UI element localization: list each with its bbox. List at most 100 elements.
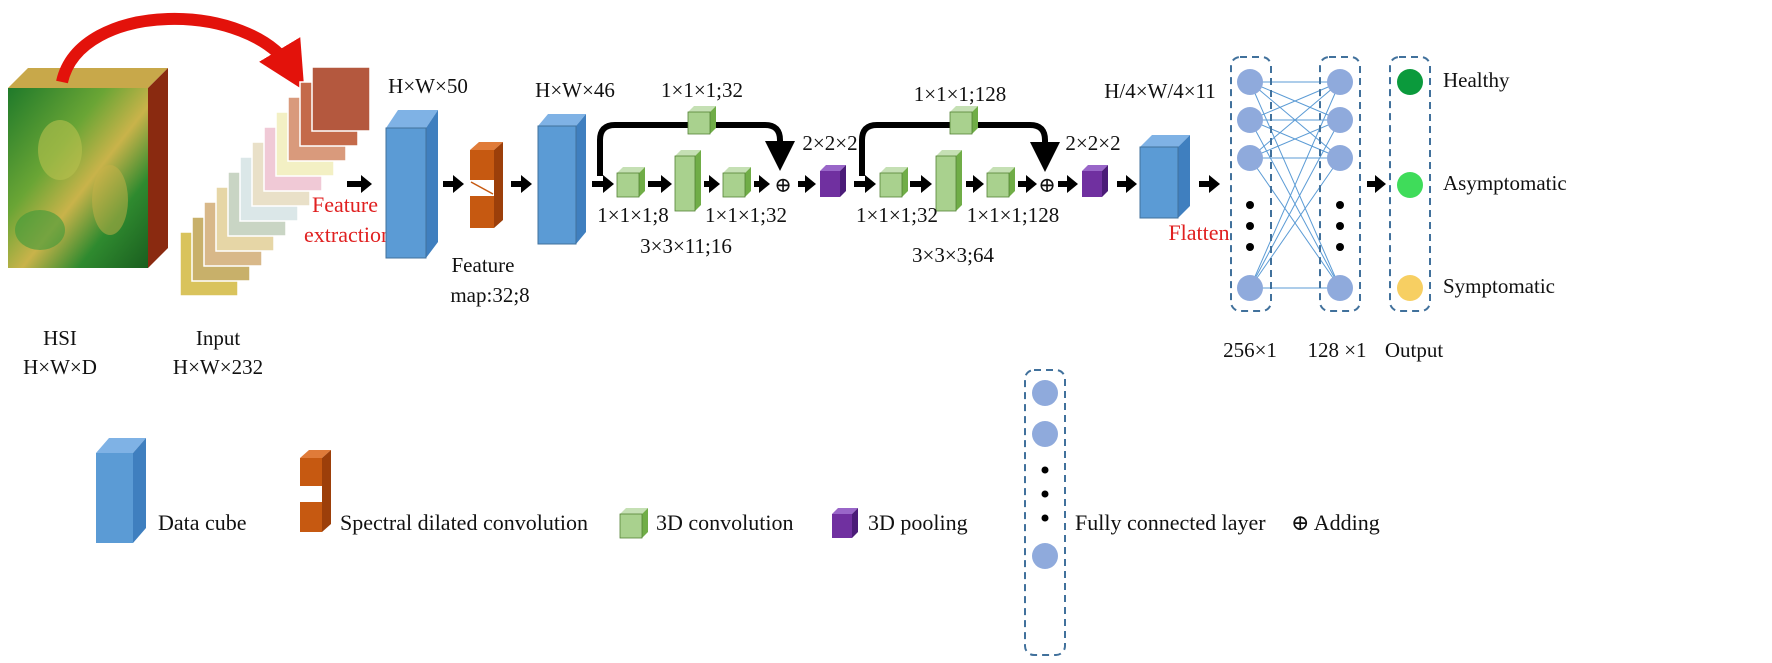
output-label: Output — [1385, 338, 1444, 362]
fc1-neuron-4 — [1237, 275, 1263, 301]
class-asymptomatic-label: Asymptomatic — [1443, 171, 1567, 195]
fc2-ellipsis-dot-1 — [1336, 201, 1344, 209]
hsi-curved-arrow — [56, 12, 305, 91]
data-cube-1 — [385, 110, 438, 259]
block1-add-symbol: ⊕ — [774, 173, 792, 197]
feature-map-line1: Feature — [452, 253, 515, 277]
block2-add-symbol: ⊕ — [1038, 173, 1056, 197]
legend-conv3d-label: 3D convolution — [656, 510, 794, 535]
legend-data-cube-label: Data cube — [158, 510, 247, 535]
feature-map-line2: map:32;8 — [450, 283, 529, 307]
flow-arrowhead-12 — [1026, 175, 1037, 193]
input-title: Input — [196, 326, 240, 350]
class-healthy-label: Healthy — [1443, 68, 1510, 92]
pool2-label: 2×2×2 — [1065, 131, 1120, 155]
hsi-title: HSI — [43, 326, 77, 350]
input-band-stack — [179, 66, 371, 297]
flow-arrowhead-1 — [361, 175, 372, 193]
hsi-cube — [8, 68, 168, 268]
fc2-neuron-2 — [1327, 107, 1353, 133]
cube3-label: H/4×W/4×11 — [1104, 79, 1216, 103]
fc1-neuron-2 — [1237, 107, 1263, 133]
fc2-neuron-3 — [1327, 145, 1353, 171]
feature-extraction-line1: Feature — [312, 192, 378, 217]
pool-1 — [820, 165, 846, 197]
feature-extraction-line2: extraction — [304, 222, 392, 247]
flow-arrowhead-11 — [973, 175, 984, 193]
flow-arrowhead-9 — [865, 175, 876, 193]
spectral-dilated-conv — [470, 142, 503, 228]
pool-2 — [1082, 165, 1108, 197]
block2-conv-3 — [986, 167, 1015, 198]
legend-spectral-icon — [300, 450, 331, 532]
flow-arrowhead-2 — [453, 175, 464, 193]
fc1-ellipsis-dot-2 — [1246, 222, 1254, 230]
healthy-node — [1397, 69, 1423, 95]
cube1-label: H×W×50 — [388, 74, 468, 98]
data-cube-2 — [537, 114, 586, 245]
legend-data-cube-icon — [96, 438, 146, 543]
flow-arrowhead-16 — [1375, 175, 1386, 193]
block1-c1-label: 1×1×1;8 — [597, 203, 669, 227]
flow-arrowhead-15 — [1209, 175, 1220, 193]
block1-conv-top — [687, 106, 716, 135]
legend-conv3d-icon — [619, 508, 648, 539]
fc-connections — [1249, 81, 1341, 289]
block1-c3-label: 1×1×1;32 — [705, 203, 787, 227]
legend-adding-label: ⊕ Adding — [1291, 510, 1380, 535]
input-dims: H×W×232 — [173, 355, 263, 379]
symptomatic-node — [1397, 275, 1423, 301]
fc2-box — [1319, 56, 1361, 312]
block1-top-label: 1×1×1;32 — [661, 78, 743, 102]
legend-spectral-label: Spectral dilated convolution — [340, 510, 588, 535]
flow-arrowhead-6 — [709, 175, 720, 193]
block2-conv-1 — [879, 167, 908, 198]
cube2-label: H×W×46 — [535, 78, 615, 102]
fc-connection — [1249, 81, 1341, 289]
flow-arrowhead-13 — [1067, 175, 1078, 193]
legend-pool3d-icon — [832, 508, 858, 538]
fc2-neuron-1 — [1327, 69, 1353, 95]
asymptomatic-node — [1397, 172, 1423, 198]
block1-c2-label: 3×3×11;16 — [640, 234, 732, 258]
fc2-ellipsis-dot-2 — [1336, 222, 1344, 230]
flow-arrowhead-4 — [603, 175, 614, 193]
pool1-label: 2×2×2 — [802, 131, 857, 155]
block2-top-label: 1×1×1;128 — [914, 82, 1007, 106]
fc-connection — [1249, 157, 1341, 289]
fc1-label: 256×1 — [1223, 338, 1277, 362]
flow-arrowhead-3 — [521, 175, 532, 193]
flow-arrowhead-14 — [1126, 175, 1137, 193]
flow-arrowhead-5 — [661, 175, 672, 193]
block1-conv-2 — [674, 150, 701, 212]
class-symptomatic-label: Symptomatic — [1443, 274, 1555, 298]
block2-c2-label: 3×3×3;64 — [912, 243, 995, 267]
fc-connection — [1249, 81, 1341, 121]
fc1-ellipsis-dot-1 — [1246, 201, 1254, 209]
fc-connection — [1249, 119, 1341, 289]
flow-arrows — [347, 175, 1386, 193]
legend-pool3d-label: 3D pooling — [868, 510, 968, 535]
fc2-ellipsis-dot-3 — [1336, 243, 1344, 251]
fc1-neuron-1 — [1237, 69, 1263, 95]
legend-fc-label: Fully connected layer — [1075, 510, 1266, 535]
flow-arrowhead-8 — [805, 175, 816, 193]
legend-fc-icon — [1024, 369, 1066, 656]
fc2-neuron-4 — [1327, 275, 1353, 301]
fc-connection — [1249, 119, 1341, 159]
flow-arrowhead-7 — [759, 175, 770, 193]
input-band-12 — [311, 66, 371, 132]
fc2-label: 128 ×1 — [1307, 338, 1366, 362]
fc-neurons — [1237, 69, 1353, 301]
block2-conv-2 — [935, 150, 962, 212]
hsi-dims: H×W×D — [23, 355, 97, 379]
fc1-ellipsis-dot-3 — [1246, 243, 1254, 251]
block1-conv-1 — [616, 167, 645, 198]
flow-arrowhead-10 — [921, 175, 932, 193]
fc-connection — [1249, 81, 1341, 159]
block2-c1-label: 1×1×1;32 — [856, 203, 938, 227]
fc1-neuron-3 — [1237, 145, 1263, 171]
block2-c3-label: 1×1×1;128 — [967, 203, 1060, 227]
